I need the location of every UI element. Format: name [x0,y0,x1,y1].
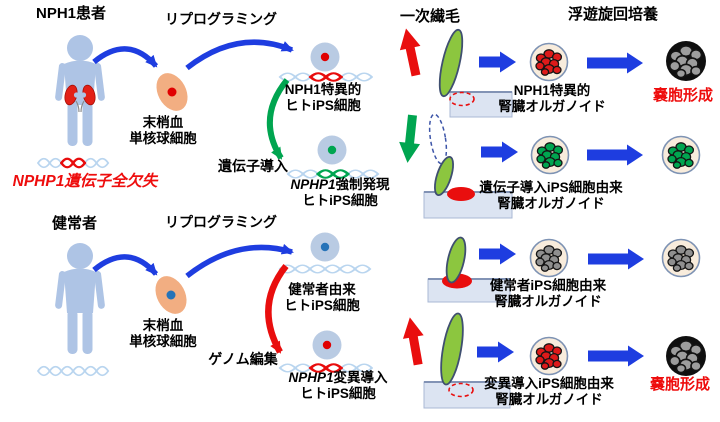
ips-overexpression-line2: ヒトiPS細胞 [302,192,378,208]
ips-nph1-dna-icon [278,71,374,83]
ips-overexpression-rest: 強制発現 [335,177,390,192]
ips-mutant-line1: NPHP1変異導入 [288,370,387,386]
organoid-gene-transfer-label: 遺伝子導入iPS細胞由来 腎臓オルガノイド [479,180,622,211]
organoid-gene-transfer-result-icon [663,137,700,174]
gene-deletion-rest: 遺伝子全欠失 [64,173,158,190]
cilium-long-icon [440,312,464,386]
flow-arrow [587,144,643,166]
arrow-pbmc-to-ips-top [185,39,294,71]
pbmc-line1: 末梢血 [142,115,184,130]
cilium-panel-row1 [395,26,513,118]
ips-healthy-line1: 健常者由来 [288,282,356,297]
patient-title: NPH1患者 [36,5,107,22]
arrow-gene-transfer [266,78,290,160]
cilium-panel-row2 [397,113,513,219]
arrow-pbmc-to-ips-bottom [185,243,294,279]
pbmc-label-bottom: 末梢血 単核球細胞 [129,318,197,349]
cyst-organoid-icon [666,41,706,81]
pbmc-line1: 末梢血 [142,318,184,333]
flow-arrow [587,52,643,74]
flow-arrow [479,243,516,265]
ips-mutant-line2: ヒトiPS細胞 [300,385,376,401]
organoid-gene-transfer-line1: 遺伝子導入iPS細胞由来 [479,180,623,195]
ips-nph1-line2: ヒトiPS細胞 [285,97,361,113]
patient-figure-icon [54,35,106,146]
ips-cell-mutant-icon [312,330,342,360]
flow-arrow [588,248,644,270]
ips-cell-nph1-icon [310,42,340,72]
organoid-healthy-icon [531,240,568,277]
organoid-gene-transfer-line2: 腎臓オルガノイド [497,195,605,211]
kidneys-icon [64,84,96,113]
flow-arrow [588,345,644,367]
ips-overexpression-italic: NPHP1 [290,177,336,192]
cilium-long-icon [438,28,464,98]
organoid-healthy-line1: 健常者iPS細胞由来 [489,278,607,293]
cilium-normal-icon [445,236,467,284]
basal-region-dashed-icon [448,382,474,398]
gene-deletion-italic: NPHP1 [12,173,65,190]
cilium-ghost-outline-icon [428,113,448,165]
pbmc-cell-healthy-icon [155,276,187,314]
basal-body-red-icon [447,187,475,201]
organoid-mutant-label: 変異導入iPS細胞由来 腎臓オルガノイド [484,376,614,407]
reprogramming-label-bottom: リプログラミング [165,214,277,230]
ips-overexpression-line1: NPHP1強制発現 [290,177,389,193]
flow-arrow [477,341,514,363]
ips-nph1-label: NPH1特異的 ヒトiPS細胞 [285,82,362,113]
healthy-figure-icon [54,243,106,354]
ips-mutant-rest: 変異導入 [333,370,388,385]
suspension-culture-header: 浮遊旋回培養 [568,6,659,23]
organoid-nph1-icon [531,44,568,81]
organoid-mutant-icon [531,338,568,375]
healthy-dna-icon [37,365,110,377]
organoid-mutant-line1: 変異導入iPS細胞由来 [484,376,614,391]
elongation-up-arrow-icon [399,315,429,367]
ips-healthy-dna-icon [278,264,372,274]
flow-arrow [479,51,516,73]
shortening-down-arrow-icon [397,114,423,164]
cilium-panel-row4 [399,312,511,409]
cilium-short-icon [434,155,454,197]
cyst-formation-label-top: 嚢胞形成 [652,87,714,104]
ips-healthy-line2: ヒトiPS細胞 [284,297,360,313]
healthy-title: 健常者 [52,215,98,232]
ips-overexpression-label: NPHP1強制発現 ヒトiPS細胞 [290,177,389,208]
cyst-organoid-icon [666,336,706,376]
basal-region-dashed-icon [449,91,475,107]
arrow-patient-to-pbmc [92,46,159,68]
pbmc-line2: 単核球細胞 [129,130,197,146]
pbmc-line2: 単核球細胞 [129,333,197,349]
pbmc-cell-patient-icon [156,73,188,111]
organoid-gene-transfer-icon [532,137,569,174]
gene-transfer-label: 遺伝子導入 [218,158,288,174]
pbmc-label-top: 末梢血 単核球細胞 [129,115,197,146]
ips-mutant-italic: NPHP1 [288,370,334,385]
primary-cilia-header: 一次繊毛 [399,8,461,25]
organoid-mutant-line2: 腎臓オルガノイド [495,391,603,407]
ips-nph1-line1: NPH1特異的 [284,82,362,97]
cilium-panel-row3 [427,236,511,303]
elongation-up-arrow-icon [395,26,427,78]
genome-editing-label: ゲノム編集 [208,351,278,367]
arrow-genome-editing [265,263,289,354]
organoid-nph1-line1: NPH1特異的 [513,83,591,98]
ips-cell-healthy-icon [310,232,340,262]
reprogramming-label-top: リプログラミング [165,11,277,27]
organoid-nph1-line2: 腎臓オルガノイド [498,98,606,114]
gene-deletion-note: NPHP1遺伝子全欠失 [13,173,158,191]
organoid-healthy-label: 健常者iPS細胞由来 腎臓オルガノイド [490,278,606,309]
ips-mutant-label: NPHP1変異導入 ヒトiPS細胞 [288,370,387,401]
ips-cell-overexpression-icon [317,135,347,165]
organoid-healthy-result-icon [663,240,700,277]
arrow-healthy-to-pbmc [92,254,159,276]
flow-arrow [481,141,518,163]
organoid-healthy-line2: 腎臓オルガノイド [494,293,602,309]
ips-healthy-label: 健常者由来 ヒトiPS細胞 [284,282,360,313]
patient-dna-icon [37,157,110,169]
cyst-formation-label-bottom: 嚢胞形成 [649,376,711,393]
organoid-nph1-label: NPH1特異的 腎臓オルガノイド [498,83,606,114]
